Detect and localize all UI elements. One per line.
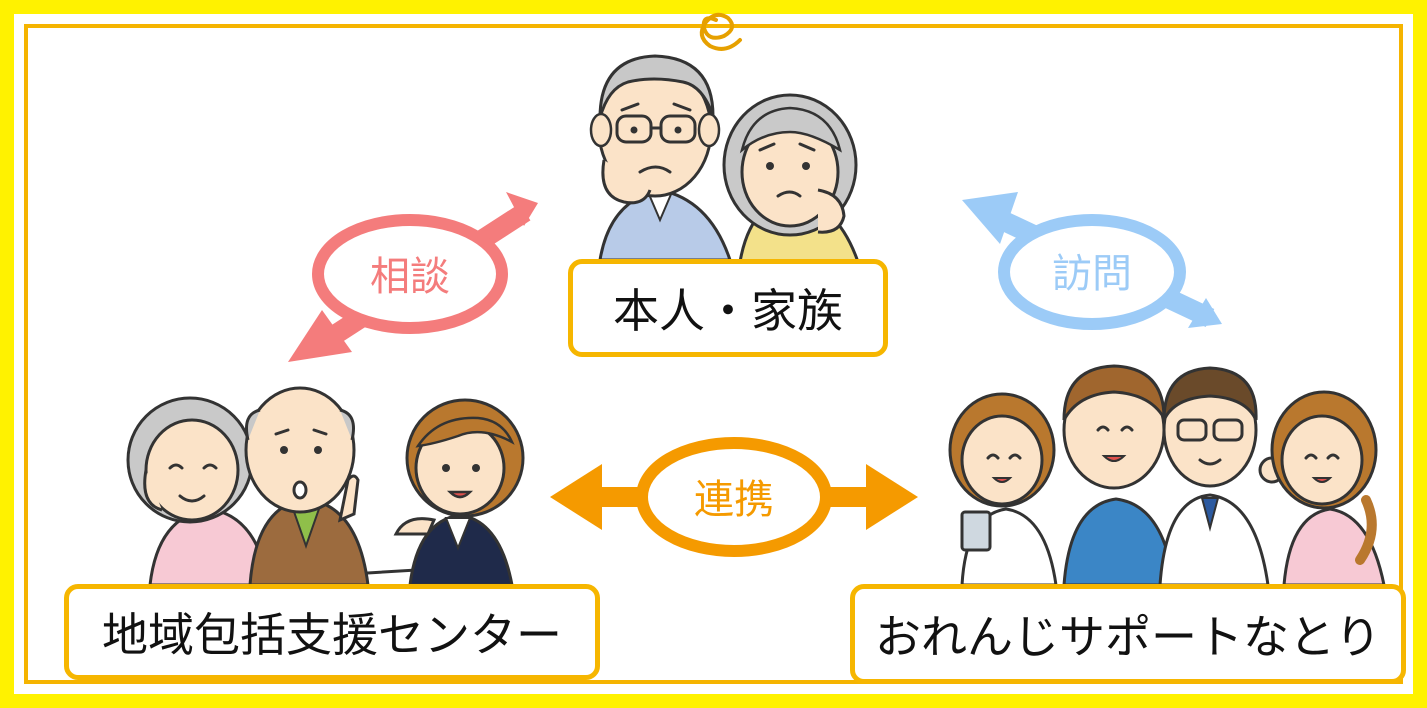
node-person-family-label: 本人・家族 (613, 284, 843, 338)
cooperation-arrow (550, 437, 918, 557)
node-orange-support: おれんじサポートなとり (850, 584, 1406, 684)
consultation-group-icon (119, 386, 525, 592)
consultation-arrow (288, 192, 538, 362)
page-frame-inner (24, 24, 1403, 684)
node-orange-support-label: おれんじサポートなとり (875, 610, 1381, 664)
visit-arrow (962, 192, 1222, 330)
consultation-label: 相談 (370, 254, 450, 300)
care-staff-group-icon (948, 364, 1386, 587)
visit-label: 訪問 (1052, 251, 1132, 297)
worry-swirl-icon (699, 12, 742, 51)
node-support-center: 地域包括支援センター (64, 584, 600, 680)
elderly-couple-icon (589, 54, 861, 264)
node-support-center-label: 地域包括支援センター (102, 608, 562, 662)
node-person-family: 本人・家族 (568, 259, 888, 357)
cooperation-label: 連携 (694, 477, 774, 523)
